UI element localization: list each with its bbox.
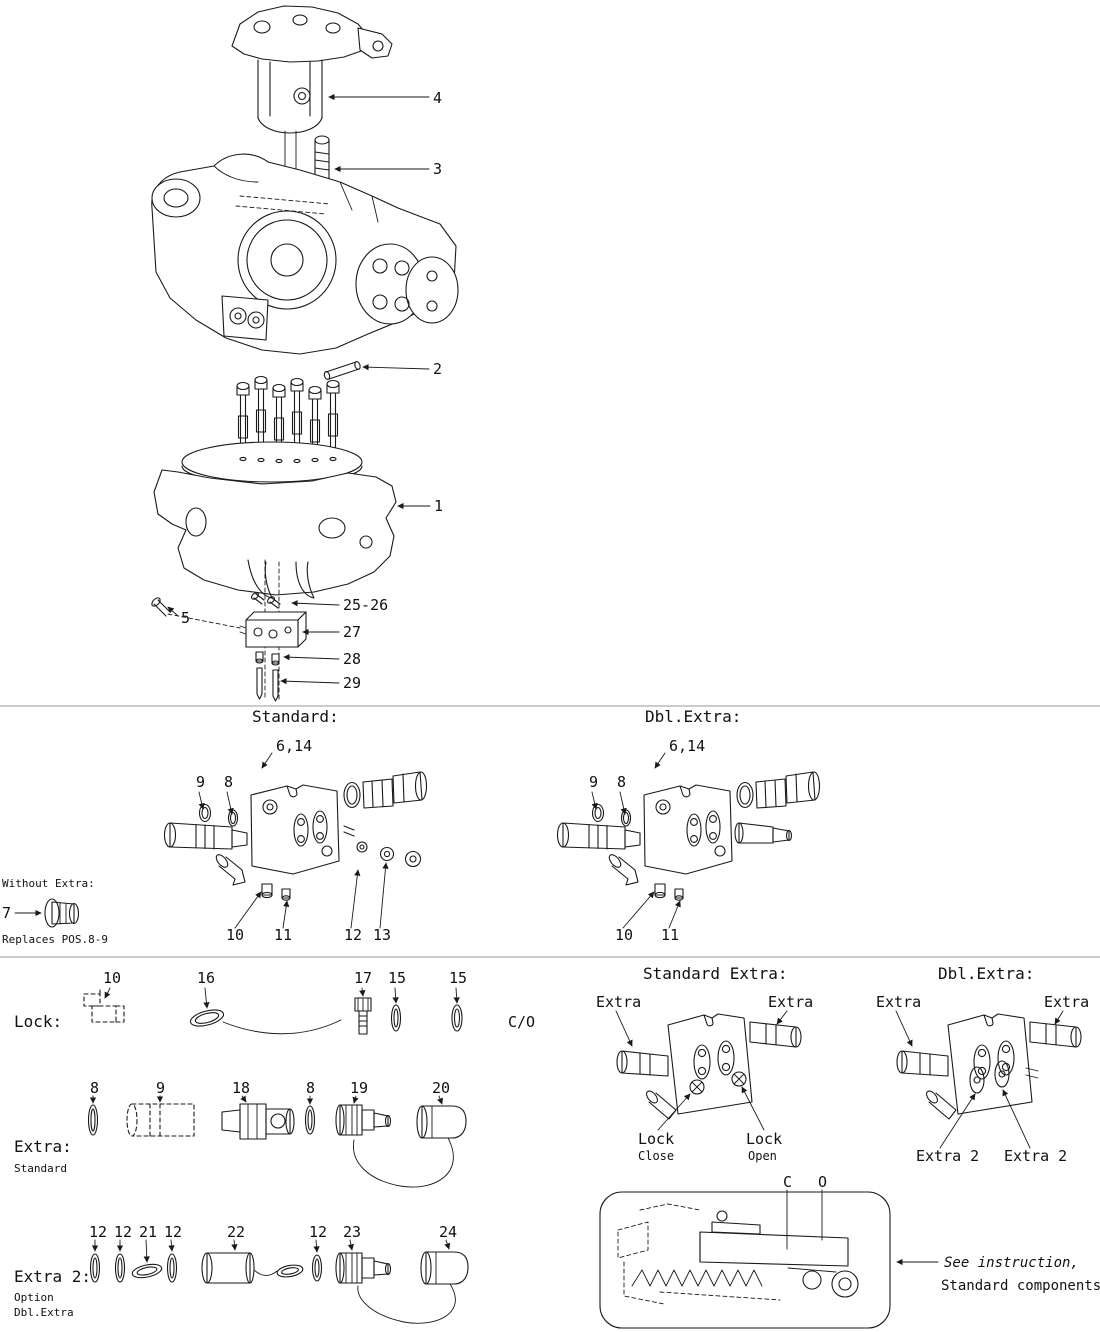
callout-part4: 4 <box>433 89 442 107</box>
callout-extra-19: 19 <box>350 1079 368 1097</box>
callout-std-11: 11 <box>274 926 292 944</box>
dbl-extra-bottom-title: Dbl.Extra: <box>938 964 1034 983</box>
callout-part5: 5 <box>181 609 190 627</box>
without-extra-title: Without Extra: <box>2 877 95 890</box>
callout-extra2-12c: 12 <box>164 1223 182 1241</box>
callout-extra-18: 18 <box>232 1079 250 1097</box>
lock-row-label: Lock: <box>14 1012 62 1031</box>
part-27-block-drawing <box>239 611 307 648</box>
dbl-extra-valve-title: Dbl.Extra: <box>645 707 741 726</box>
standard-valve-drawing <box>163 771 428 901</box>
callout-part1: 1 <box>434 497 443 515</box>
callout-std-9: 9 <box>196 773 205 791</box>
part-4-swivel-drawing <box>231 5 393 301</box>
dbl-extra-label-right: Extra <box>1044 993 1089 1011</box>
callout-std-6-14: 6,14 <box>276 737 312 755</box>
standard-valve-title: Standard: <box>252 707 339 726</box>
callout-part3: 3 <box>433 160 442 178</box>
callout-std-13: 13 <box>373 926 391 944</box>
extra2-row-leaders <box>91 1239 451 1263</box>
lock-open-label-line2: Open <box>748 1149 777 1163</box>
part-2-pin-drawing <box>323 361 361 380</box>
callout-extra2-12b: 12 <box>114 1223 132 1241</box>
callout-part29: 29 <box>343 674 361 692</box>
dbl-extra-label-left: Extra <box>876 993 921 1011</box>
callout-extra2-12d: 12 <box>309 1223 327 1241</box>
part-5-bolt-drawing <box>151 597 241 629</box>
callout-lock-15b: 15 <box>449 969 467 987</box>
dbl-extra-bottom-valve-drawing <box>896 1013 1082 1120</box>
callout-extra-20: 20 <box>432 1079 450 1097</box>
callout-lock-10: 10 <box>103 969 121 987</box>
extra2-label-right: Extra 2 <box>1004 1147 1067 1165</box>
callout-extra2-21: 21 <box>139 1223 157 1241</box>
callout-extra2-23: 23 <box>343 1223 361 1241</box>
without-extra-plug-drawing <box>44 898 80 928</box>
callout-extra2-12a: 12 <box>89 1223 107 1241</box>
dbl-extra-ports-drawing <box>969 1060 1039 1094</box>
main-body-drawing <box>151 153 459 355</box>
top-exploded-assembly-drawing <box>151 5 459 702</box>
parts-28-drawing <box>255 651 280 666</box>
callout-part28: 28 <box>343 650 361 668</box>
extra-row-drawing <box>87 1103 467 1188</box>
extra2-row-drawing <box>89 1251 469 1324</box>
standard-extra-label-left: Extra <box>596 993 641 1011</box>
extra-row-leaders <box>89 1095 443 1105</box>
instruction-box-drawing <box>599 1189 891 1329</box>
lock-row-leaders <box>104 987 460 1009</box>
standard-extra-label-right: Extra <box>768 993 813 1011</box>
callout-part2: 2 <box>433 360 442 378</box>
c-port-label: C <box>783 1173 792 1191</box>
standard-extra-valve-drawing <box>616 1013 802 1120</box>
callout-dbl-9: 9 <box>589 773 598 791</box>
extra2-row-sublabel2: Dbl.Extra <box>14 1306 74 1319</box>
lock-close-label-line1: Lock <box>638 1130 674 1148</box>
callout-std-10: 10 <box>226 926 244 944</box>
standard-extra-title: Standard Extra: <box>643 964 788 983</box>
callout-dbl-6-14: 6,14 <box>669 737 705 755</box>
callout-part25-26: 25-26 <box>343 596 388 614</box>
standard-components-note: Standard components <box>941 1278 1100 1294</box>
callout-dbl-8: 8 <box>617 773 626 791</box>
standard-valve-extra-parts-drawing <box>343 825 422 868</box>
extra2-row-label: Extra 2: <box>14 1267 91 1286</box>
standard-extra-lock-screws-drawing <box>689 1071 747 1095</box>
middle-callout-leaders <box>14 752 681 929</box>
callout-std-8: 8 <box>224 773 233 791</box>
lock-row-drawing <box>83 987 463 1035</box>
see-instruction-note: See instruction, <box>944 1255 1079 1271</box>
o-port-label: O <box>818 1173 827 1191</box>
callout-7: 7 <box>2 904 11 922</box>
extra-row-label: Extra: <box>14 1137 72 1156</box>
callout-extra2-22: 22 <box>227 1223 245 1241</box>
callout-std-12: 12 <box>344 926 362 944</box>
callout-extra2-24: 24 <box>439 1223 457 1241</box>
callout-dbl-11: 11 <box>661 926 679 944</box>
co-label: C/O <box>508 1013 535 1031</box>
top-callout-leaders <box>167 93 431 685</box>
callout-extra-9: 9 <box>156 1079 165 1097</box>
parts-25-26-drawing <box>250 592 281 609</box>
extra2-label-left: Extra 2 <box>916 1147 979 1165</box>
callout-lock-16: 16 <box>197 969 215 987</box>
callout-extra-8b: 8 <box>306 1079 315 1097</box>
part-1-stator-drawing <box>153 441 397 701</box>
callout-part27: 27 <box>343 623 361 641</box>
without-extra-note: Replaces POS.8-9 <box>2 933 108 946</box>
extra-row-sublabel: Standard <box>14 1162 67 1175</box>
bottom-valve-leaders <box>615 1010 1064 1149</box>
callout-lock-17: 17 <box>354 969 372 987</box>
extra2-row-sublabel1: Option <box>14 1291 54 1304</box>
parts-29-drawing <box>256 667 279 702</box>
callout-dbl-10: 10 <box>615 926 633 944</box>
lock-close-label-line2: Close <box>638 1149 674 1163</box>
dbl-extra-valve-drawing <box>556 771 821 901</box>
lock-open-label-line1: Lock <box>746 1130 782 1148</box>
callout-extra-8a: 8 <box>90 1079 99 1097</box>
dbl-extra-valve-extra-parts-drawing <box>734 822 793 844</box>
callout-lock-15a: 15 <box>388 969 406 987</box>
